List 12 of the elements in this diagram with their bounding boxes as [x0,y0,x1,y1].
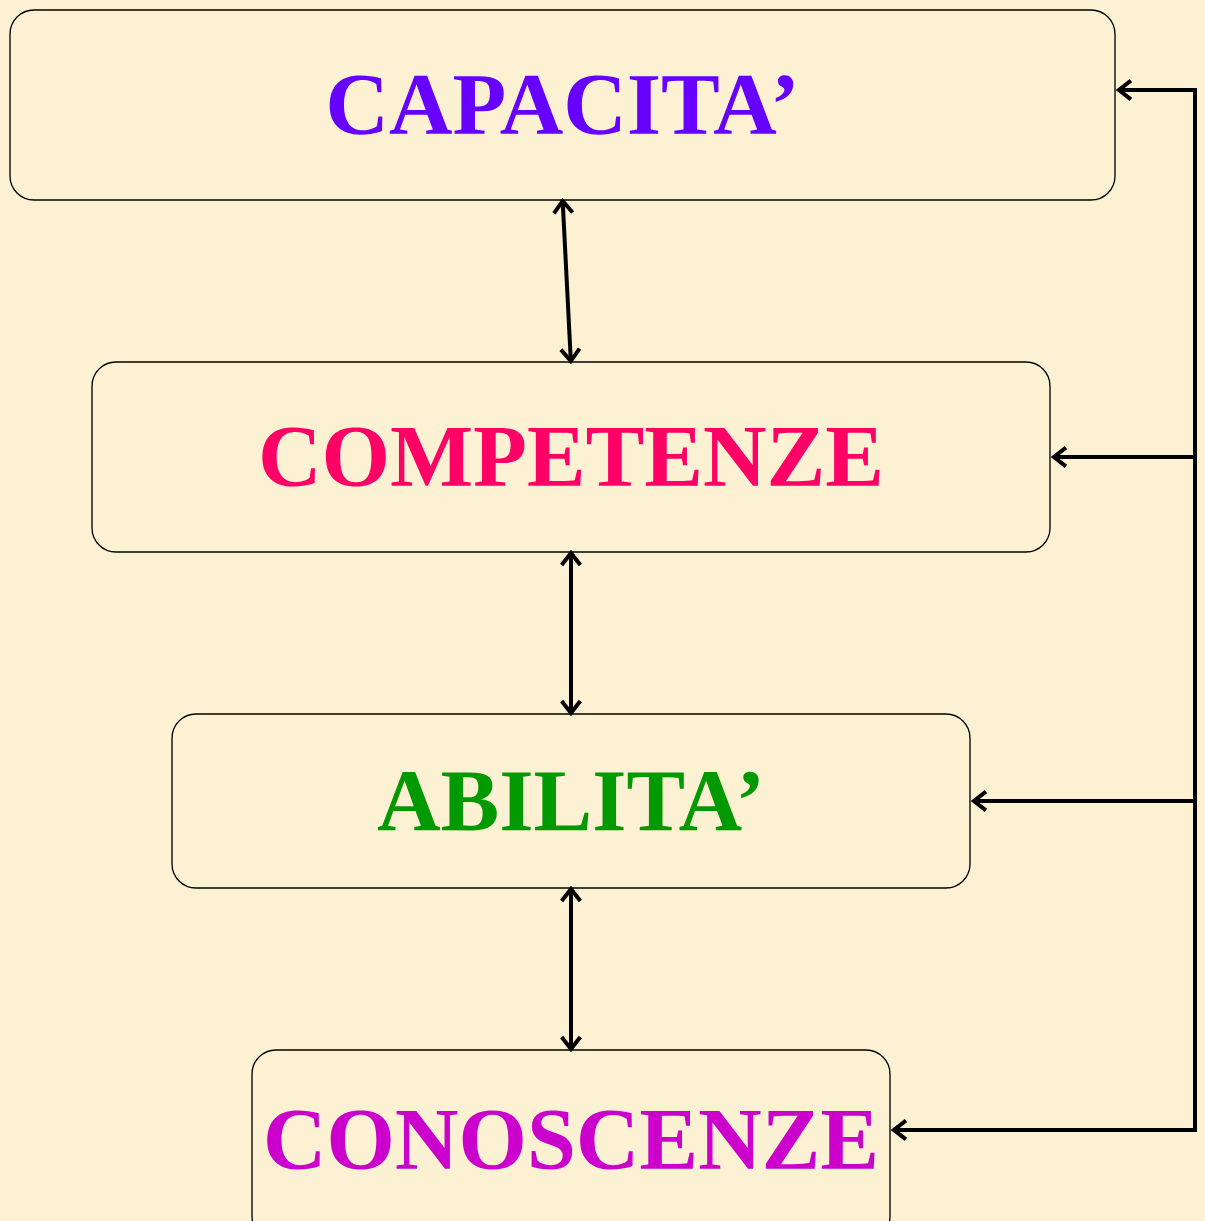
arrow [1050,446,1195,468]
concept-box: CONOSCENZE [251,1049,891,1221]
concept-box: ABILITA’ [171,713,971,889]
arrow [890,1119,1195,1141]
double-arrow [560,549,582,717]
arrow [1115,79,1195,101]
connector-line [1193,88,1197,1132]
double-arrow [560,885,582,1053]
double-arrow [552,197,582,365]
concept-box: CAPACITA’ [9,9,1116,201]
concept-box: COMPETENZE [91,361,1051,553]
arrow [970,790,1195,812]
